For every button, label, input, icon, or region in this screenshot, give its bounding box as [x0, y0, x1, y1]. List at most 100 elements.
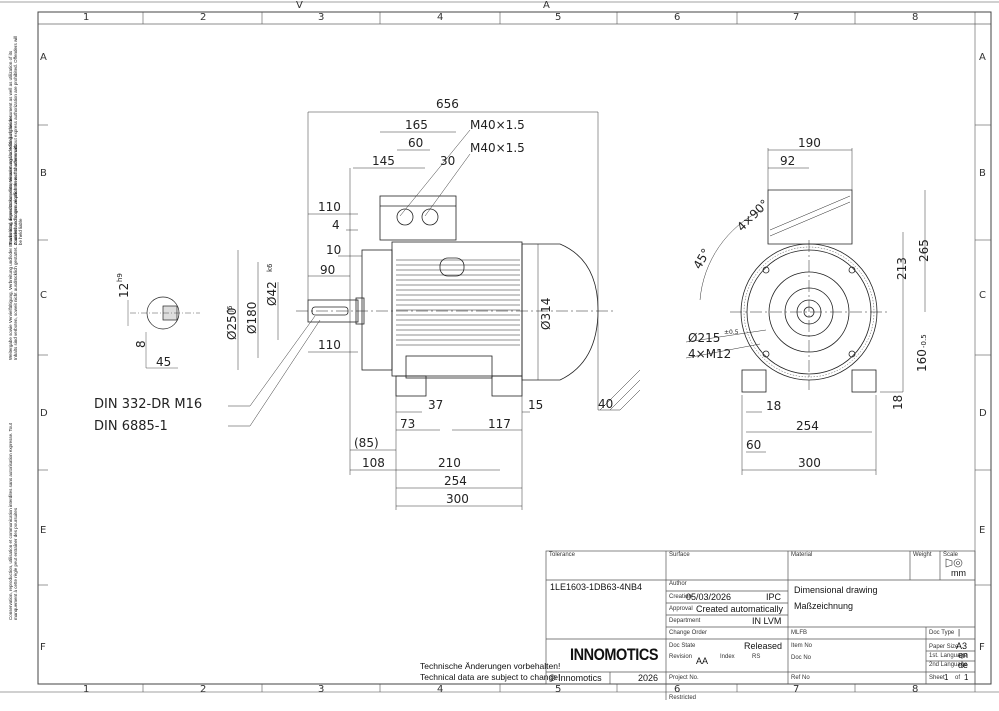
doc-state-label: Doc State	[669, 643, 696, 649]
index-value: RS	[752, 654, 761, 660]
top-mark: V	[296, 0, 303, 11]
svg-text:Ø42: Ø42	[265, 281, 279, 306]
col-label: 3	[318, 12, 325, 23]
svg-text:Ø250: Ø250	[225, 308, 239, 340]
svg-text:18: 18	[891, 395, 905, 410]
svg-text:165: 165	[405, 118, 428, 132]
lang1-value: en	[958, 650, 969, 660]
lang2-label: 2nd Language	[929, 662, 968, 668]
svg-text:190: 190	[798, 136, 821, 150]
department-label: Department	[669, 618, 701, 624]
col-label: 4	[437, 684, 444, 695]
svg-text:92: 92	[780, 154, 795, 168]
svg-text:145: 145	[372, 154, 395, 168]
svg-text:8: 8	[134, 340, 148, 348]
company-logo: INNOMOTICS	[570, 645, 659, 664]
front-dim-lines	[228, 111, 620, 510]
row-label: F	[40, 642, 46, 653]
refno-label: Ref No	[791, 675, 810, 681]
svg-text:M40×1.5: M40×1.5	[470, 141, 525, 155]
paper-size-value: A3	[956, 641, 968, 651]
row-label: D	[40, 408, 48, 419]
lang1-label: 1st. Language	[929, 653, 968, 659]
row-label: E	[40, 525, 47, 536]
terminal-box	[379, 195, 457, 241]
inner-frame	[37, 23, 992, 685]
outer-frame	[37, 11, 992, 685]
svg-text:4×M12: 4×M12	[688, 347, 731, 361]
weight-label: Weight	[913, 552, 932, 558]
col-label: 7	[793, 12, 800, 23]
copyright: © Innomotics	[549, 673, 602, 683]
row-label: A	[979, 52, 986, 63]
row-label: E	[979, 525, 986, 536]
svg-text:h9: h9	[116, 273, 124, 282]
notice-en: Technical data are subject to change!	[420, 672, 561, 682]
top-mark: A	[543, 0, 550, 11]
svg-text:45: 45	[156, 355, 171, 369]
row-label: D	[979, 408, 987, 419]
svg-text:45°: 45°	[690, 246, 713, 271]
tolerance-label: Tolerance	[549, 552, 576, 558]
author-label: Author	[669, 581, 687, 587]
lifting-eye	[439, 257, 465, 277]
terminal-box-side	[767, 189, 853, 245]
row-label: C	[979, 290, 986, 301]
front-dim-texts-rotated: Ø250 j6 Ø180 Ø42 k6 Ø314 12 h9 8	[116, 263, 553, 348]
svg-text:108: 108	[362, 456, 385, 470]
doc-type-label: Doc Type	[929, 630, 955, 636]
svg-text:M40×1.5: M40×1.5	[470, 118, 525, 132]
svg-text:(85): (85)	[354, 436, 379, 450]
col-label: 7	[793, 684, 800, 695]
note-key-standard: DIN 6885-1	[94, 419, 168, 434]
svg-text:4×90°: 4×90°	[734, 197, 771, 234]
paper-size-label: Paper Size	[929, 644, 959, 650]
svg-text:Ø180: Ø180	[245, 302, 259, 334]
notice-de: Technische Änderungen vorbehalten!	[420, 661, 561, 671]
approval-label: Approval	[669, 606, 693, 612]
row-label: C	[40, 290, 47, 301]
doc-state-value: Released	[744, 641, 783, 651]
title-en: Dimensional drawing	[794, 585, 878, 595]
svg-text:213: 213	[895, 257, 909, 280]
approval-value: Created automatically	[696, 604, 784, 614]
svg-text:18: 18	[766, 399, 781, 413]
col-label: 3	[318, 684, 325, 695]
front-dim-texts: 656 165 60 30 145 M40×1.5 M40×1.5 110 4 …	[318, 97, 613, 506]
row-label: F	[979, 642, 985, 653]
svg-text:73: 73	[400, 417, 415, 431]
svg-text:30: 30	[440, 154, 455, 168]
col-label: 6	[674, 12, 681, 23]
col-label: 5	[555, 12, 562, 23]
sheet-of: of	[955, 675, 961, 681]
creation-date: 05/03/2026	[686, 592, 732, 602]
material-label: Material	[791, 552, 813, 558]
fan-cover	[521, 243, 599, 381]
note-centre-bore: DIN 332-DR M16	[94, 397, 202, 412]
sheet-total: 1	[964, 673, 969, 682]
svg-text:40: 40	[598, 397, 613, 411]
svg-text:254: 254	[796, 419, 819, 433]
creation-dept: IPC	[766, 592, 782, 602]
side-dim-texts: 190 92 4×90° 45° 213 265 Ø215 ±0.5 4×M12…	[688, 136, 931, 470]
svg-text:4: 4	[332, 218, 340, 232]
key-section	[127, 296, 200, 369]
dim-656: 656	[436, 97, 459, 111]
svg-text:117: 117	[488, 417, 511, 431]
sheet-value: 1	[944, 673, 949, 682]
title-block-grid	[545, 550, 976, 700]
surface-label: Surface	[669, 552, 690, 558]
svg-text:Ø314: Ø314	[539, 298, 553, 330]
col-label: 2	[200, 684, 207, 695]
legal-note-fr: Conservation, reproduction, utilisation …	[8, 422, 18, 620]
revision-value: AA	[696, 656, 709, 666]
col-label: 6	[674, 684, 681, 695]
svg-text:210: 210	[438, 456, 461, 470]
front-view	[296, 195, 641, 411]
svg-text:±0.5: ±0.5	[724, 329, 739, 336]
foot-left	[395, 375, 427, 397]
docno-label: Doc No	[791, 655, 812, 661]
svg-text:k6: k6	[266, 263, 274, 272]
item-label: Item No	[791, 643, 813, 649]
svg-text:15: 15	[528, 398, 543, 412]
